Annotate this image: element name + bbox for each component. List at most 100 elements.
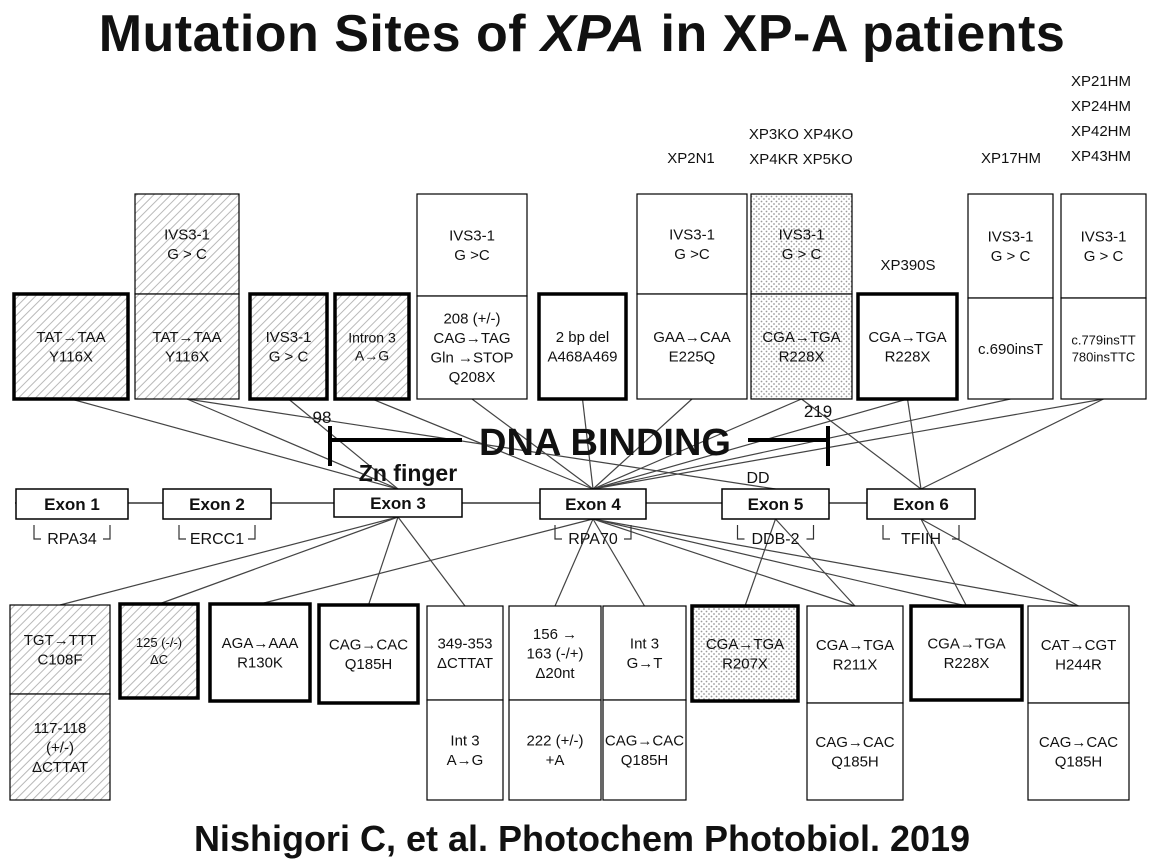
mutation-box-frame	[12, 292, 130, 401]
mutation-text: Q185H	[621, 752, 669, 769]
mutation-text: TAT→TAA	[36, 329, 105, 346]
mutation-box: 125 (-/-)ΔC	[118, 602, 200, 700]
mutation-box-frame	[856, 292, 959, 401]
mutation-box-frame	[1060, 193, 1147, 299]
mutation-box: IVS3-1G >C	[636, 193, 748, 295]
patient-label: XP43HM	[1071, 148, 1131, 165]
mutation-text: CAG→CAC	[815, 734, 894, 751]
connection-line	[592, 398, 802, 490]
mutation-box-frame	[134, 193, 240, 295]
region-end: 219	[804, 402, 832, 421]
mutation-box-frame	[508, 699, 602, 801]
partner-label: DDB-2	[751, 531, 799, 548]
mutation-text: CAT→CGT	[1041, 637, 1117, 654]
title-gene: XPA	[541, 5, 646, 63]
mutation-box-frame	[333, 292, 411, 401]
mutation-box-frame	[690, 604, 800, 703]
mutation-text: 780insTTC	[1072, 350, 1136, 365]
zn-finger-label: Zn finger	[359, 460, 457, 486]
mutation-text: CGA→TGA	[868, 329, 946, 346]
connection-line	[920, 518, 968, 607]
mutation-text: IVS3-1	[779, 227, 825, 244]
connection-line	[592, 518, 1079, 607]
mutation-text: TGT→TTT	[24, 632, 96, 649]
mutation-box-frame	[1027, 702, 1130, 801]
mutation-text: 163 (-/+)	[526, 645, 583, 662]
exon-label: Exon 4	[565, 495, 621, 514]
exon-box	[333, 488, 463, 518]
exon-5: Exon 5 DDB-2	[721, 488, 830, 548]
mutation-text: IVS3-1	[988, 229, 1034, 246]
mutation-box: c.690insT	[967, 297, 1054, 400]
connection-line	[581, 398, 594, 490]
mutation-text: R228X	[944, 655, 990, 672]
connection-line	[592, 398, 693, 490]
exon-label: Exon 2	[189, 495, 245, 514]
exon-box	[15, 488, 129, 520]
exon-box	[866, 488, 976, 520]
mutation-text: G >C	[674, 246, 710, 263]
mutation-text: CAG→TAG	[433, 330, 510, 347]
mutation-box: Intron 3A→G	[333, 292, 411, 401]
mutation-text: 2 bp del	[556, 329, 609, 346]
mutation-text: c.690insT	[978, 341, 1043, 358]
mutation-text: CAG→CAC	[329, 637, 408, 654]
partner-bracket	[33, 525, 111, 540]
title-suffix: in XP-A patients	[645, 5, 1066, 63]
partner-bracket	[882, 525, 960, 540]
mutation-text: Q185H	[831, 754, 879, 771]
mutation-box: CAG→CAC Q185H	[602, 699, 687, 801]
connection-line	[775, 518, 856, 607]
mutation-text: TAT→TAA	[152, 329, 221, 346]
mutation-box-frame	[602, 699, 687, 801]
mutation-text: G > C	[991, 248, 1031, 265]
mutation-box-frame	[416, 295, 528, 400]
mutation-text: 349-353	[437, 636, 492, 653]
mutation-box-frame	[967, 193, 1054, 299]
connection-line	[744, 518, 777, 607]
mutation-text: Q208X	[449, 369, 496, 386]
mutation-text: CAG→CAC	[605, 733, 684, 750]
mutation-box: CGA→TGA R228X	[909, 604, 1024, 702]
mutation-text: IVS3-1	[449, 228, 495, 245]
mutation-text: Q185H	[1055, 754, 1103, 771]
connection-lines	[59, 398, 1104, 607]
mutation-box-frame	[537, 292, 628, 401]
region-label: DNA BINDING	[479, 422, 731, 464]
mutation-box: 222 (+/-)+A	[508, 699, 602, 801]
connection-line	[920, 518, 1079, 607]
mutation-box: IVS3-1G >C	[416, 193, 528, 297]
exon-label: Exon 5	[748, 495, 804, 514]
citation: Nishigori C, et al. Photochem Photobiol.…	[193, 818, 971, 859]
exon-label: Exon 1	[44, 495, 100, 514]
exon-box	[539, 488, 647, 520]
mutation-box: TAT→TAA Y116X	[134, 293, 240, 400]
connection-line	[592, 518, 646, 607]
mutation-box-frame	[416, 193, 528, 297]
mutation-box-frame	[750, 193, 853, 295]
partner-label: TFIIH	[901, 531, 941, 548]
mutation-text: IVS3-1	[1081, 229, 1127, 246]
mutation-box-frame	[9, 693, 111, 801]
mutation-text: G > C	[269, 349, 309, 366]
mutation-text: Y116X	[165, 349, 209, 366]
exon-box	[162, 488, 272, 520]
mutation-box-frame	[750, 293, 853, 400]
mutation-text: CGA→TGA	[927, 636, 1005, 653]
connection-line	[397, 516, 466, 607]
mutation-box-frame	[9, 604, 111, 695]
mutation-box-frame	[967, 297, 1054, 400]
mutation-box: 117-118(+/-)ΔCTTAT	[9, 693, 111, 801]
connection-line	[906, 398, 922, 490]
patient-label: XP4KR XP5KO	[749, 151, 852, 168]
mutation-text: 125 (-/-)	[136, 635, 182, 650]
mutation-box: IVS3-1G > C	[134, 193, 240, 295]
